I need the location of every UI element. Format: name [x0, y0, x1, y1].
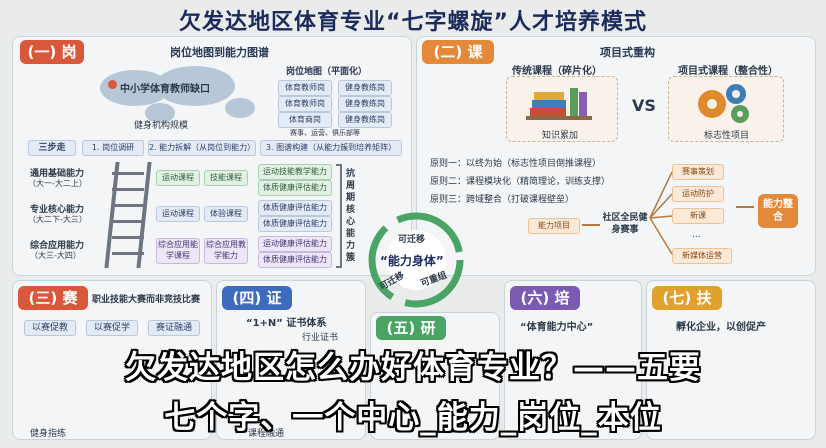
branch-chip: 新媒体运营 — [672, 248, 732, 264]
branch-more: ... — [692, 230, 701, 240]
ke-tag: (二) 课 — [422, 40, 494, 64]
sai-health: 健身指练 — [30, 429, 67, 439]
gang-tag: (一) 岗 — [20, 40, 84, 64]
project-box — [668, 76, 784, 142]
sai-item: 以赛促教 — [24, 320, 76, 336]
branch-chip: 运动防护 — [672, 186, 724, 202]
post-item: 健身教练岗 — [338, 80, 392, 96]
post-item: 健身教练岗 — [338, 112, 392, 128]
level-name: 专业核心能力 — [30, 205, 85, 215]
community-label: 社区全民健身赛事 — [602, 213, 648, 235]
yan-item: 课程融通 — [248, 429, 285, 439]
page-title: 欠发达地区体育专业“七字螺旋”人才培养模式 — [179, 10, 647, 35]
step-3: 3. 图谱构建（从能力簇到培养矩阵） — [260, 140, 402, 156]
ability-chip: 体质健康评估能力 — [258, 252, 332, 268]
course-chip: 运动课程 — [156, 206, 200, 222]
branch-chip: 赛事策划 — [672, 164, 724, 180]
post-item: 健身教练岗 — [338, 96, 392, 112]
ability-chip: 体质健康评估能力 — [258, 216, 332, 232]
zheng-title: “1+N” 证书体系 — [246, 318, 327, 329]
gang-map-label: 中小学体育教师缺口 — [120, 84, 210, 95]
level-name: 综合应用能力 — [30, 241, 85, 251]
sai-item: 赛证融通 — [148, 320, 200, 336]
landmark-label: 标志性项目 — [704, 131, 750, 141]
fu-title: 孵化企业，以创促产 — [676, 322, 766, 333]
sai-subtitle: 职业技能大赛而非竞技比赛 — [92, 295, 201, 305]
post-item: 体育教师岗 — [278, 96, 332, 112]
zheng-tag: (四) 证 — [222, 286, 292, 310]
books-icon — [526, 88, 592, 120]
course-chip: 综合应用教学能力 — [204, 238, 248, 264]
project-label: 项目式课程（整合性） — [678, 66, 778, 77]
vs-label: VS — [632, 96, 656, 115]
ability-chip: 运动健康评估能力 — [258, 236, 332, 252]
center-core: “能力身体” — [380, 254, 444, 268]
gears-icon — [698, 84, 749, 123]
level-range: （大一-大二上） — [28, 179, 87, 188]
knowledge-label: 知识累加 — [542, 131, 579, 141]
sai-tag: (三) 赛 — [18, 286, 88, 310]
map-pin-icon — [108, 80, 117, 89]
pei-tag: (六) 培 — [510, 286, 580, 310]
level-range: （大二下-大三） — [28, 215, 87, 224]
gang-health-label: 健身机构规模 — [134, 121, 189, 131]
ability-bracket — [336, 164, 342, 268]
principle-2: 原则二：课程模块化（精简理论，训练支撑） — [430, 177, 611, 187]
fu-tag: (七) 扶 — [652, 286, 722, 310]
sai-item: 以赛促学 — [86, 320, 138, 336]
pei-title: “体育能力中心” — [520, 322, 594, 333]
yan-tag: (五) 研 — [376, 316, 446, 340]
core-cluster-label: 抗周期核心能力簇 — [346, 169, 356, 263]
course-chip: 运动课程 — [156, 170, 200, 186]
level-range: （大三-大四） — [30, 251, 81, 260]
arrow-to-integration — [736, 206, 754, 208]
ability-project-chip: 能力项目 — [528, 218, 580, 234]
ability-chip: 体质健康评估能力 — [258, 180, 332, 196]
zheng-item: 行业证书 — [302, 333, 339, 343]
course-chip: 技能课程 — [204, 170, 248, 186]
ability-chip: 运动技能教学能力 — [258, 164, 332, 180]
step-1: 1. 岗位调研 — [82, 140, 144, 156]
course-chip: 体验课程 — [204, 206, 248, 222]
center-transfer-top: 可迁移 — [398, 235, 426, 245]
step-2: 2. 能力拆解（从岗位到能力） — [148, 140, 256, 156]
ke-title: 项目式重构 — [600, 46, 655, 59]
arrow-right — [582, 224, 600, 226]
world-map-icon — [100, 66, 255, 123]
caption-line-2: 七个字、一个中心_能力_岗位_本位 — [164, 400, 662, 436]
steps-label: 三步走 — [28, 140, 76, 156]
ladder-icon — [104, 162, 152, 268]
traditional-label: 传统课程（碎片化） — [512, 66, 602, 77]
principle-1: 原则一：以终为始（标志性项目倒推课程） — [430, 159, 602, 169]
level-name: 通用基础能力 — [30, 169, 85, 179]
branch-arrows — [649, 171, 673, 255]
gang-map-title: 岗位地图到能力图谱 — [170, 46, 269, 59]
post-map-title: 岗位地图（平面化） — [286, 67, 368, 77]
integration-chip: 能力整合 — [758, 194, 798, 228]
caption-line-1: 欠发达地区怎么办好体育专业？——五要 — [125, 350, 701, 386]
post-note: 赛事、运营、俱乐部等 — [290, 129, 360, 137]
principle-3: 原则三：跨域整合（打破课程壁垒） — [430, 195, 575, 205]
post-item: 体育教师岗 — [278, 80, 332, 96]
post-item: 体育商岗 — [278, 112, 332, 128]
spiral-circle — [368, 212, 464, 308]
ability-chip: 体质健康评估能力 — [258, 200, 332, 216]
course-chip: 综合应用能学课程 — [156, 238, 200, 264]
branch-chip: 新课 — [672, 208, 724, 224]
